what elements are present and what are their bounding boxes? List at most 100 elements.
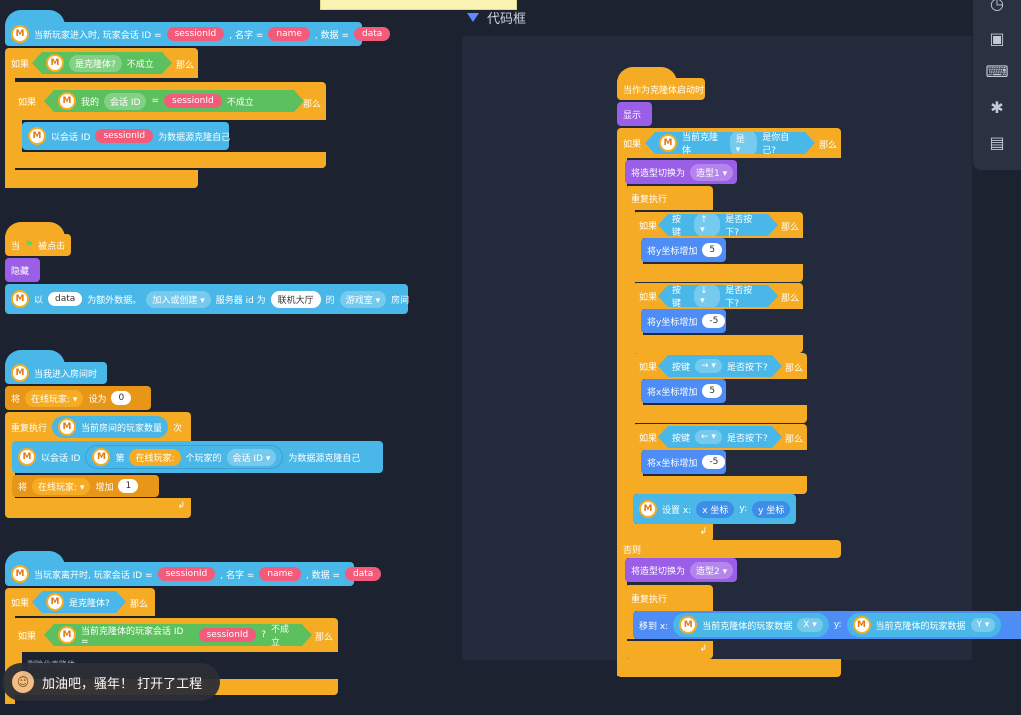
param-name[interactable]: name: [268, 27, 310, 41]
label: 那么: [819, 141, 838, 151]
param-name[interactable]: name: [259, 567, 301, 581]
label: ?: [261, 630, 267, 640]
code-panel-header[interactable]: 代码框: [467, 8, 526, 27]
clone-start-hat[interactable]: 当作为克隆体启动时: [617, 78, 705, 100]
bug-icon[interactable]: ✱: [990, 98, 1004, 117]
not-condition[interactable]: M 当前克隆体的玩家会话 ID = sessionId ? 不成立: [44, 624, 312, 646]
is-clone-condition[interactable]: M 是克隆体?: [32, 591, 126, 613]
show-block[interactable]: 显示: [617, 102, 652, 126]
costume-dropdown[interactable]: 造型2 ▾: [690, 561, 734, 579]
key-dropdown[interactable]: → ▾: [695, 359, 722, 373]
data-input[interactable]: data: [48, 292, 83, 306]
forever-block[interactable]: 重复执行: [625, 186, 713, 210]
event-hat-player-leave[interactable]: M 当玩家离开时, 玩家会话 ID = sessionId , 名字 = nam…: [5, 562, 382, 586]
join-mode-dropdown[interactable]: 加入或创建 ▾: [146, 290, 211, 308]
label: 为数据源克隆自己: [288, 453, 361, 464]
x-position-reporter[interactable]: x 坐标: [696, 500, 735, 518]
mcode-logo-icon: M: [11, 364, 29, 382]
y-position-reporter[interactable]: y 坐标: [752, 500, 791, 518]
costume-dropdown[interactable]: 造型1 ▾: [690, 163, 734, 181]
key-pressed-condition[interactable]: 按键 ← ▾ 是否按下?: [658, 426, 782, 448]
change-y-block[interactable]: 将y坐标增加-5: [641, 309, 726, 333]
variable-reporter[interactable]: 在线玩家:: [129, 448, 181, 466]
key-pressed-condition[interactable]: 按键 ↑ ▾ 是否按下?: [658, 214, 778, 236]
set-xy-block[interactable]: M 设置 x: x 坐标 y: y 坐标: [633, 494, 796, 524]
session-id-dropdown[interactable]: 会话 ID: [104, 93, 146, 110]
change-x-block[interactable]: 将x坐标增加-5: [641, 450, 726, 474]
clone-with-session-block[interactable]: M 以会话 ID sessionId 为数据源克隆自己: [22, 122, 230, 150]
join-room-block[interactable]: M 以 data 为额外数据。 加入或创建 ▾ 服务器 id 为 联机大厅 的 …: [5, 284, 409, 314]
repeat-block[interactable]: 重复执行 M 当前房间的玩家数量 次: [5, 412, 191, 442]
label: 当前克隆体: [682, 133, 719, 156]
session-id-dropdown[interactable]: 会话 ID ▾: [226, 448, 277, 466]
nth-player-session-reporter[interactable]: M 第 在线玩家: 个玩家的 会话 ID ▾: [85, 445, 284, 469]
is-dropdown[interactable]: 是 ▾: [730, 130, 758, 157]
set-variable-block[interactable]: 将 在线玩家: ▾ 设为 0: [5, 386, 151, 410]
key-dropdown[interactable]: ↓ ▾: [694, 284, 720, 308]
robot-icon[interactable]: ▣: [989, 29, 1005, 48]
field-dropdown[interactable]: X ▾: [797, 618, 823, 632]
is-clone-reporter[interactable]: 是克隆体?: [69, 55, 122, 72]
value-input[interactable]: 1: [118, 479, 139, 493]
change-variable-block[interactable]: 将 在线玩家: ▾ 增加 1: [12, 475, 159, 497]
label: 按键: [672, 362, 691, 373]
label: 在线玩家:: [31, 394, 71, 405]
terminal-icon[interactable]: ⌨: [985, 62, 1009, 81]
document-icon[interactable]: ▤: [989, 133, 1005, 152]
label: 将造型切换为: [631, 168, 686, 179]
player-data-x-reporter[interactable]: M 当前克隆体的玩家数据 X ▾: [673, 613, 829, 637]
clone-is-self-condition[interactable]: M 当前克隆体 是 ▾ 是你自己?: [645, 132, 815, 154]
label: 重复执行: [11, 423, 48, 434]
param-sessionid[interactable]: sessionId: [157, 567, 216, 581]
enter-room-hat[interactable]: M 当我进入房间时: [5, 362, 107, 384]
forever-block[interactable]: 重复执行: [625, 585, 713, 611]
event-hat-new-player[interactable]: M 当新玩家进入时, 玩家会话 ID = sessionId , 名字 = na…: [5, 22, 391, 46]
if-bottom: [633, 264, 803, 282]
value-input[interactable]: -5: [702, 455, 726, 469]
else-label: 否则: [617, 540, 841, 558]
param-data[interactable]: data: [354, 27, 391, 41]
value-input[interactable]: -5: [702, 314, 726, 328]
switch-costume-block[interactable]: 将造型切换为 造型2 ▾: [625, 558, 737, 582]
flag-clicked-hat[interactable]: 当 ⚑ 被点击: [5, 234, 71, 256]
collapse-triangle-icon[interactable]: [467, 13, 479, 22]
label: 以会话 ID: [51, 132, 91, 143]
server-id-input[interactable]: 联机大厅: [270, 290, 321, 308]
param-sessionid[interactable]: sessionId: [199, 628, 257, 642]
label: y:: [739, 504, 748, 514]
label: Y: [976, 620, 983, 630]
mcode-logo-icon: M: [92, 448, 111, 466]
value-input[interactable]: 5: [702, 384, 723, 398]
goto-xy-block[interactable]: 移到 x: M 当前克隆体的玩家数据 X ▾ y: M 当前克隆体的玩家数据 Y…: [633, 611, 1021, 639]
room-player-count-reporter[interactable]: M 当前房间的玩家数量: [52, 416, 169, 438]
param-sessionid[interactable]: sessionId: [95, 129, 154, 143]
key-dropdown[interactable]: ← ▾: [695, 430, 722, 444]
param-sessionid[interactable]: sessionId: [166, 27, 225, 41]
player-data-y-reporter[interactable]: M 当前克隆体的玩家数据 Y ▾: [846, 613, 1002, 637]
hide-block[interactable]: 隐藏: [5, 258, 40, 282]
not-condition[interactable]: M 是克隆体? 不成立: [32, 52, 172, 74]
repeat-bottom: ↲: [5, 498, 191, 518]
value-input[interactable]: 5: [702, 243, 723, 257]
if-arm: [5, 78, 15, 188]
not-equal-condition[interactable]: M 我的 会话 ID = sessionId 不成立: [44, 90, 304, 112]
clone-with-session-block[interactable]: M 以会话 ID M 第 在线玩家: 个玩家的 会话 ID ▾ 为数据源克隆自己: [12, 441, 383, 473]
key-dropdown[interactable]: ↑ ▾: [694, 213, 720, 237]
field-dropdown[interactable]: Y ▾: [970, 618, 996, 632]
param-data[interactable]: data: [345, 567, 382, 581]
forever-arm: [625, 609, 635, 639]
clock-icon[interactable]: ◷: [990, 0, 1004, 13]
room-type-dropdown[interactable]: 游戏室 ▾: [339, 290, 387, 308]
label: 为额外数据。: [87, 295, 142, 306]
key-pressed-condition[interactable]: 按键 ↓ ▾ 是否按下?: [658, 285, 778, 307]
key-pressed-condition[interactable]: 按键 → ▾ 是否按下?: [658, 355, 782, 377]
mcode-logo-icon: M: [11, 290, 29, 308]
param-sessionid[interactable]: sessionId: [164, 94, 222, 108]
if-bottom: [633, 405, 807, 423]
variable-dropdown[interactable]: 在线玩家: ▾: [32, 477, 91, 495]
variable-dropdown[interactable]: 在线玩家: ▾: [25, 389, 84, 407]
switch-costume-block[interactable]: 将造型切换为 造型1 ▾: [625, 160, 737, 184]
value-input[interactable]: 0: [111, 391, 132, 405]
